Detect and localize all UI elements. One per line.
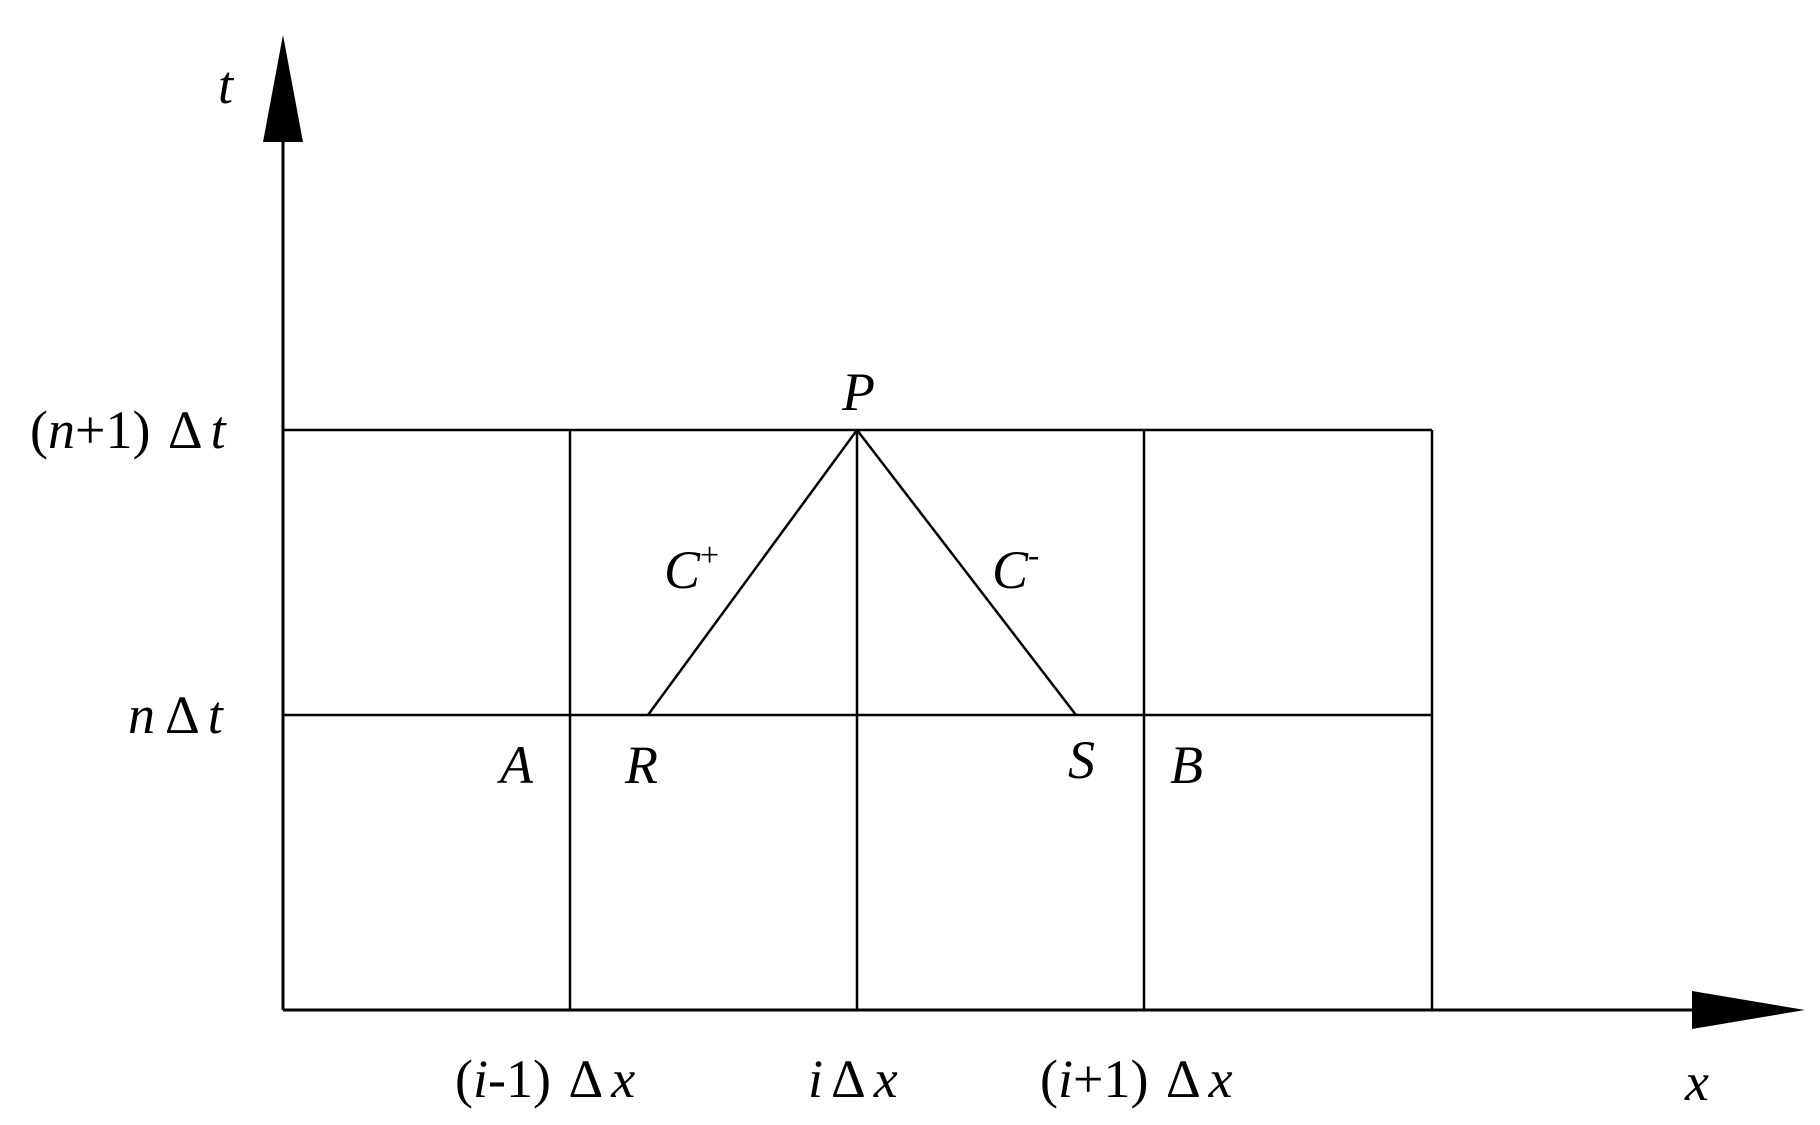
- point-label-b: B: [1170, 735, 1203, 795]
- characteristic-line-minus: [856, 429, 1077, 716]
- t-axis-label: t: [218, 55, 235, 115]
- point-label-p: P: [841, 362, 875, 422]
- characteristic-line-plus: [646, 429, 859, 716]
- grid: [283, 428, 1434, 1010]
- x-axis-label: x: [1684, 1052, 1709, 1112]
- t-axis-arrowhead: [263, 35, 303, 142]
- characteristic-label-minus: C-: [992, 537, 1039, 600]
- characteristic-label-plus: C+: [664, 537, 719, 600]
- x-axis-arrowhead: [1692, 991, 1805, 1029]
- point-label-a: A: [497, 735, 534, 795]
- point-label-s: S: [1068, 730, 1095, 790]
- point-label-r: R: [624, 735, 658, 795]
